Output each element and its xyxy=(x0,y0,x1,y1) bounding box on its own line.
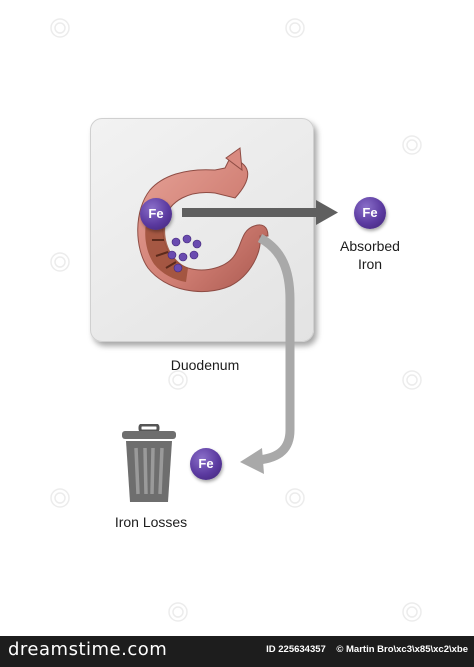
absorbed-iron-label: Absorbed Iron xyxy=(330,237,410,273)
image-credit: ID 225634357 © Martin Bro\xc3\x85\xc2\xb… xyxy=(266,644,468,655)
absorption-arrow xyxy=(182,200,338,225)
footer-bar: dreamstime.com ID 225634357 © Martin Bro… xyxy=(0,636,474,667)
image-id: ID 225634357 xyxy=(266,644,326,655)
fe-badge-loss: Fe xyxy=(190,448,222,480)
duodenum-label: Duodenum xyxy=(170,357,240,373)
absorbed-label-line2: Iron xyxy=(357,256,383,272)
iron-losses-label: Iron Losses xyxy=(114,514,188,530)
duodenum-panel xyxy=(90,118,314,342)
fe-badge-absorbed: Fe xyxy=(354,197,386,229)
image-author: © Martin Bro\xc3\x85\xc2\xbe xyxy=(336,644,468,655)
fe-badge-duodenum: Fe xyxy=(140,198,172,230)
brand-logo: dreamstime.com xyxy=(8,639,168,660)
absorbed-label-line1: Absorbed xyxy=(340,238,400,254)
loss-arrow xyxy=(240,234,295,474)
trash-bin-icon xyxy=(122,424,176,502)
